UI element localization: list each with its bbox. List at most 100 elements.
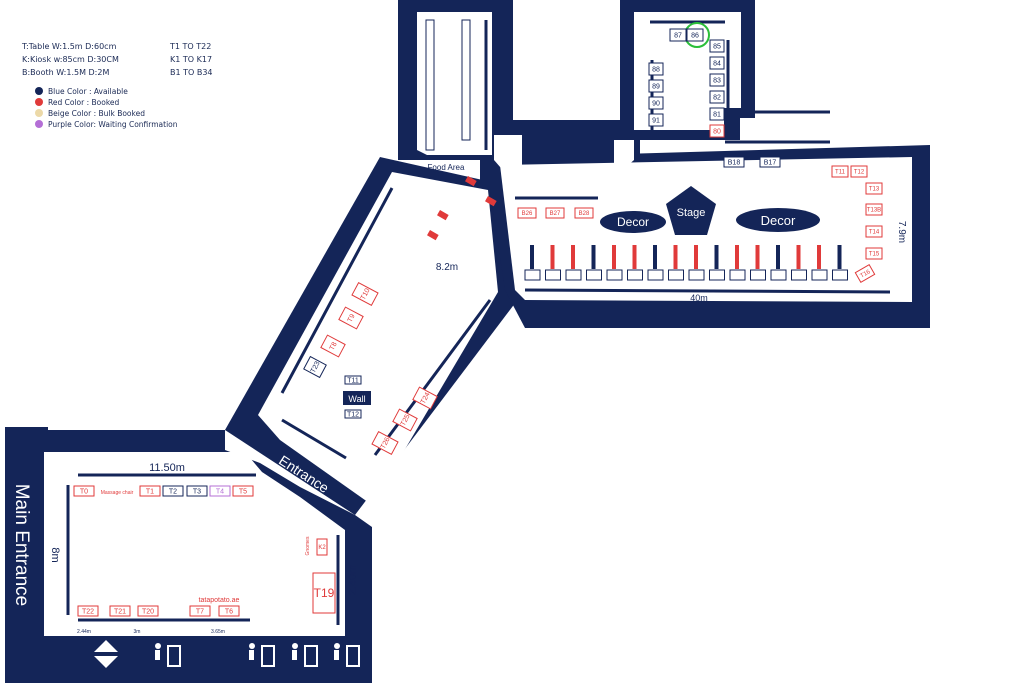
booth-t11[interactable]: T11: [831, 165, 849, 178]
svg-text:T22: T22: [82, 608, 94, 615]
booth-t5[interactable]: T5: [232, 485, 254, 497]
svg-text:T24: T24: [420, 391, 432, 405]
hall-row-booth[interactable]: [586, 269, 602, 281]
svg-text:90: 90: [652, 100, 660, 107]
booth-t0[interactable]: T0: [73, 485, 95, 497]
hall-row-booth[interactable]: [770, 269, 787, 281]
booth-t13[interactable]: T13: [865, 182, 883, 195]
dim-bottom-3: 3.65m: [211, 629, 225, 635]
hall-kiosk[interactable]: [591, 245, 596, 269]
up-down-arrow-icon: [94, 640, 118, 652]
svg-text:81: 81: [713, 111, 721, 118]
food-kiosk[interactable]: [465, 176, 477, 187]
hall-row-booth[interactable]: [688, 269, 705, 281]
booth-b28[interactable]: B28: [574, 207, 594, 219]
booth-t12[interactable]: T12: [850, 165, 868, 178]
legend-range-table: T1 TO T22: [170, 42, 212, 51]
hall-row-booth[interactable]: [668, 269, 684, 281]
svg-text:K2: K2: [318, 545, 326, 551]
booth-t7[interactable]: T7: [189, 605, 211, 617]
hall-kiosk[interactable]: [530, 245, 534, 269]
booth-t4[interactable]: T4: [209, 485, 231, 497]
booth-t20[interactable]: T20: [137, 605, 159, 617]
hall-row-booth[interactable]: [565, 269, 582, 281]
hall-kiosk[interactable]: [735, 245, 739, 269]
hall-kiosk[interactable]: [837, 245, 842, 269]
booth-89[interactable]: 89: [648, 79, 664, 93]
food-kiosk[interactable]: [485, 196, 497, 207]
booth-t25[interactable]: T25: [392, 408, 418, 432]
hall-row-booth[interactable]: [627, 269, 643, 281]
booth-t26[interactable]: T26: [371, 430, 399, 456]
booth-t23[interactable]: T23: [303, 355, 327, 379]
booth-90[interactable]: 90: [648, 96, 664, 110]
booth-t10[interactable]: T10: [351, 281, 379, 307]
hall-row-booth[interactable]: [729, 269, 746, 281]
hall-row-booth[interactable]: [709, 269, 725, 281]
hall-kiosk[interactable]: [653, 245, 657, 269]
hall-kiosk[interactable]: [714, 245, 719, 269]
booth-t13b[interactable]: T13B: [865, 203, 883, 216]
hall-kiosk[interactable]: [550, 245, 555, 269]
svg-text:B18: B18: [728, 159, 741, 166]
booth-t12[interactable]: T12: [344, 409, 362, 419]
hall-row-booth[interactable]: [811, 269, 828, 281]
svg-text:T1: T1: [146, 488, 154, 495]
booth-k2[interactable]: K2: [316, 538, 328, 556]
hall-kiosk[interactable]: [673, 245, 678, 269]
hall-kiosk[interactable]: [612, 245, 616, 269]
booth-t22[interactable]: T22: [77, 605, 99, 617]
booth-t9[interactable]: T9: [338, 306, 364, 330]
hall-kiosk[interactable]: [571, 245, 575, 269]
booth-84[interactable]: 84: [709, 56, 725, 70]
booth-80[interactable]: 80: [709, 124, 725, 138]
booth-81[interactable]: 81: [709, 107, 725, 121]
hall-kiosk[interactable]: [755, 245, 760, 269]
svg-text:B28: B28: [579, 211, 590, 217]
hall-kiosk[interactable]: [776, 245, 780, 269]
booth-b18[interactable]: B18: [723, 156, 745, 168]
decor-left-label: Decor: [617, 215, 649, 229]
booth-t24[interactable]: T24: [412, 386, 438, 410]
food-kiosk[interactable]: [426, 230, 439, 241]
booth-b27[interactable]: B27: [545, 207, 565, 219]
booth-t19[interactable]: T19: [312, 572, 336, 614]
booth-t14[interactable]: T14: [865, 225, 883, 238]
booth-85[interactable]: 85: [709, 39, 725, 53]
food-kiosk[interactable]: [437, 209, 449, 221]
bulk-dot-icon: [35, 109, 43, 117]
booth-91[interactable]: 91: [648, 113, 664, 127]
hall-row-booth[interactable]: [545, 269, 561, 281]
booth-t8[interactable]: T8: [320, 334, 346, 358]
booth-88[interactable]: 88: [648, 62, 664, 76]
booth-83[interactable]: 83: [709, 73, 725, 87]
booth-t3[interactable]: T3: [186, 485, 208, 497]
hall-row-booth[interactable]: [791, 269, 807, 281]
booth-b26[interactable]: B26: [517, 207, 537, 219]
booth-t2[interactable]: T2: [162, 485, 184, 497]
booth-b17[interactable]: B17: [759, 156, 781, 168]
hall-row-booth[interactable]: [524, 269, 541, 281]
hall-row-booth[interactable]: [750, 269, 766, 281]
stage-label: Stage: [677, 207, 706, 219]
booth-t11[interactable]: T11: [344, 375, 362, 385]
booth-t21[interactable]: T21: [109, 605, 131, 617]
booth-t1[interactable]: T1: [139, 485, 161, 497]
booth-86[interactable]: 86: [686, 28, 704, 42]
booth-82[interactable]: 82: [709, 90, 725, 104]
booth-87[interactable]: 87: [669, 28, 687, 42]
hall-kiosk[interactable]: [817, 245, 821, 269]
svg-text:T8: T8: [329, 341, 339, 352]
main-entrance[interactable]: Main Entrance: [11, 483, 32, 607]
hall-row-booth[interactable]: [832, 269, 848, 281]
booth-t6[interactable]: T6: [218, 605, 240, 617]
hall-kiosk[interactable]: [632, 245, 637, 269]
note-tatapotato: tatapotato.ae: [199, 597, 240, 604]
booth-t15[interactable]: T15: [865, 247, 883, 260]
hall-row-booth[interactable]: [606, 269, 623, 281]
hall-kiosk[interactable]: [796, 245, 801, 269]
hall-kiosk[interactable]: [694, 245, 698, 269]
hall-row-booth[interactable]: [647, 269, 664, 281]
booth-t16[interactable]: T16: [854, 264, 876, 283]
